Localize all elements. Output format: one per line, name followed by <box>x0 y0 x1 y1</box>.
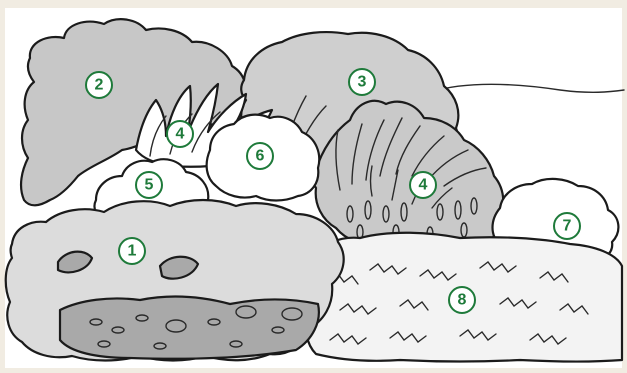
marker-8-label: 8 <box>458 292 467 309</box>
marker-5-label: 5 <box>145 177 154 194</box>
marker-6-label: 6 <box>256 148 265 165</box>
marker-2-label: 2 <box>95 77 104 94</box>
marker-3: 3 <box>349 69 375 95</box>
marker-8: 8 <box>449 287 475 313</box>
marker-1: 1 <box>119 238 145 264</box>
marker-3-label: 3 <box>358 74 367 91</box>
marker-7: 7 <box>554 213 580 239</box>
marker-4-left-label: 4 <box>176 126 185 143</box>
marker-7-label: 7 <box>563 218 572 235</box>
marker-4-left: 4 <box>167 121 193 147</box>
marker-1-label: 1 <box>128 243 137 260</box>
marker-6: 6 <box>247 143 273 169</box>
marker-5: 5 <box>136 172 162 198</box>
marker-4-right: 4 <box>410 172 436 198</box>
marker-2: 2 <box>86 72 112 98</box>
marker-4-right-label: 4 <box>419 177 428 194</box>
